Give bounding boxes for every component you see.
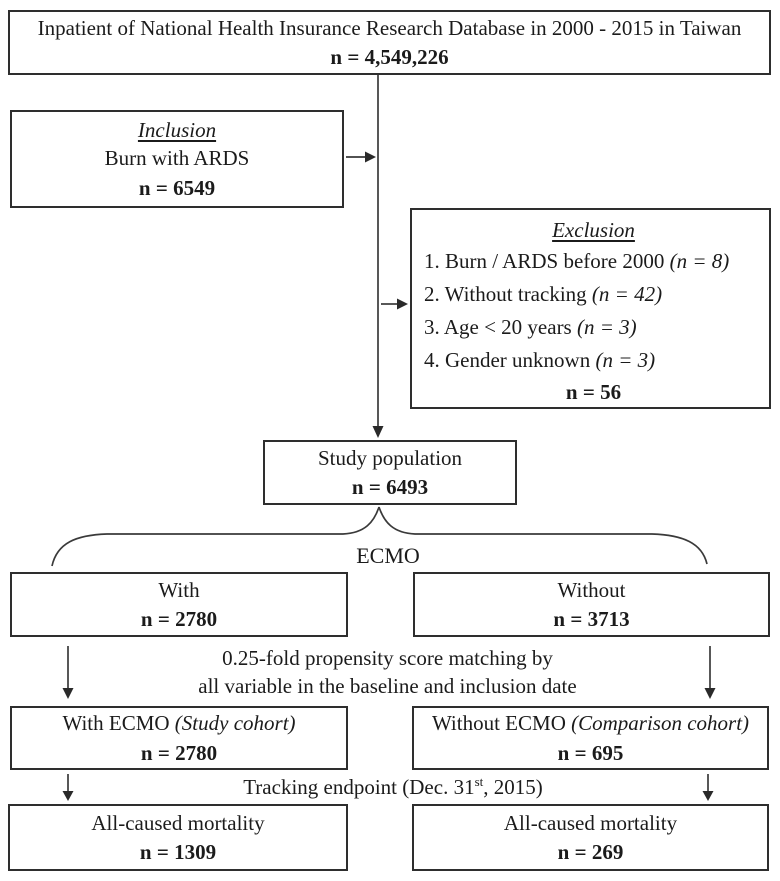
- inclusion-arrow: [346, 151, 376, 163]
- matching-caption-line2: all variable in the baseline and inclusi…: [198, 674, 577, 698]
- matching-caption: 0.25-fold propensity score matching by a…: [90, 644, 685, 700]
- database-box: Inpatient of National Health Insurance R…: [8, 10, 771, 75]
- comparison-cohort-label-italic: (Comparison cohort): [571, 711, 750, 736]
- comparison-cohort-label: Without ECMO (Comparison cohort): [432, 710, 749, 736]
- without-arrow-1: [704, 646, 716, 699]
- exclusion-item: 2. Without tracking (n = 42): [424, 278, 763, 311]
- exclusion-box: Exclusion 1. Burn / ARDS before 2000 (n …: [410, 208, 771, 409]
- exclusion-item-n: (n = 8): [669, 249, 730, 273]
- inclusion-label: Burn with ARDS: [104, 146, 250, 171]
- exclusion-item-text: 2. Without tracking: [424, 282, 592, 306]
- with-arrow-1: [62, 646, 74, 699]
- exclusion-item-n: (n = 42): [591, 282, 663, 306]
- mortality-right-label: All-caused mortality: [503, 810, 678, 835]
- exclusion-item-text: 1. Burn / ARDS before 2000: [424, 249, 670, 273]
- mortality-left-label: All-caused mortality: [91, 810, 265, 835]
- exclusion-item: 3. Age < 20 years (n = 3): [424, 311, 763, 344]
- database-n: n = 4,549,226: [330, 45, 449, 69]
- ecmo-label: ECMO: [356, 543, 420, 568]
- mortality-right-n: n = 269: [557, 840, 624, 864]
- database-title: Inpatient of National Health Insurance R…: [37, 15, 742, 40]
- study-cohort-label-text: With ECMO: [62, 711, 175, 736]
- exclusion-item: 1. Burn / ARDS before 2000 (n = 8): [424, 245, 763, 278]
- study-population-box: Study population n = 6493: [263, 440, 517, 505]
- exclusion-heading: Exclusion: [552, 218, 635, 242]
- exclusion-item: 4. Gender unknown (n = 3): [424, 344, 763, 377]
- study-cohort-label: With ECMO (Study cohort): [62, 710, 295, 736]
- without-ecmo-n: n = 3713: [553, 607, 630, 631]
- with-ecmo-box: With n = 2780: [10, 572, 348, 637]
- without-ecmo-label: Without: [557, 577, 626, 602]
- matching-caption-line1: 0.25-fold propensity score matching by: [222, 646, 553, 670]
- exclusion-n: n = 56: [565, 380, 622, 404]
- study-cohort-box: With ECMO (Study cohort) n = 2780: [10, 706, 348, 770]
- inclusion-heading: Inclusion: [137, 118, 217, 143]
- tracking-caption-post: , 2015): [483, 775, 543, 799]
- exclusion-item-n: (n = 3): [595, 348, 656, 372]
- with-ecmo-n: n = 2780: [140, 607, 218, 631]
- exclusion-arrow: [381, 298, 408, 310]
- tracking-caption: Tracking endpoint (Dec. 31st, 2015): [143, 773, 643, 801]
- exclusion-item-text: 4. Gender unknown: [424, 348, 596, 372]
- tracking-caption-sup: st: [474, 774, 484, 789]
- inclusion-n: n = 6549: [138, 175, 216, 200]
- main-flow-line-arrow: [372, 75, 384, 438]
- comparison-cohort-label-text: Without ECMO: [431, 711, 572, 736]
- with-arrow-2: [62, 774, 74, 801]
- study-population-label: Study population: [317, 445, 463, 470]
- mortality-right-box: All-caused mortality n = 269: [412, 804, 769, 871]
- comparison-cohort-box: Without ECMO (Comparison cohort) n = 695: [412, 706, 769, 770]
- tracking-caption-pre: Tracking endpoint (Dec. 31: [243, 775, 475, 799]
- study-population-n: n = 6493: [351, 475, 429, 499]
- without-ecmo-box: Without n = 3713: [413, 572, 770, 637]
- comparison-cohort-n: n = 695: [557, 740, 624, 765]
- exclusion-item-text: 3. Age < 20 years: [424, 315, 577, 339]
- with-ecmo-label: With: [158, 577, 200, 602]
- mortality-left-box: All-caused mortality n = 1309: [8, 804, 348, 871]
- study-cohort-label-italic: (Study cohort): [174, 711, 296, 736]
- study-cohort-n: n = 2780: [140, 740, 218, 765]
- inclusion-box: Inclusion Burn with ARDS n = 6549: [10, 110, 344, 208]
- exclusion-item-n: (n = 3): [576, 315, 637, 339]
- without-arrow-2: [702, 774, 714, 801]
- mortality-left-n: n = 1309: [139, 840, 217, 864]
